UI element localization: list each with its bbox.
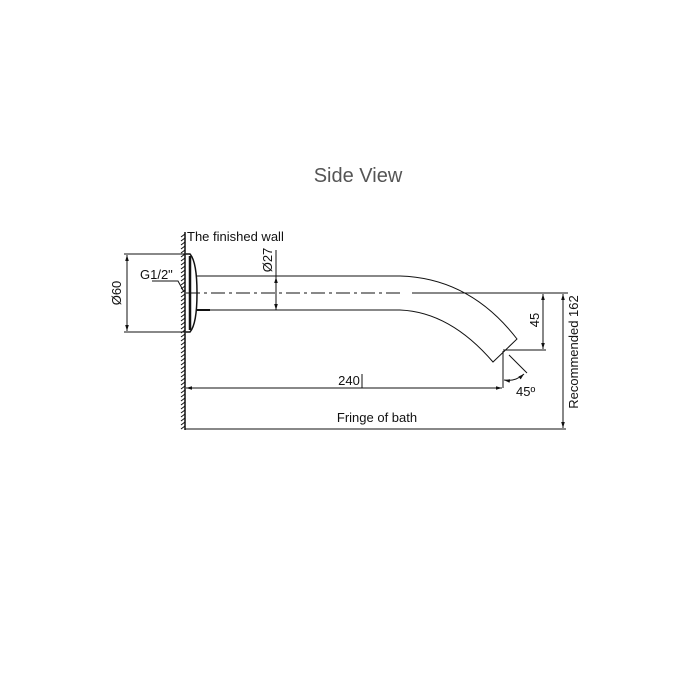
thread-label: G1/2" (140, 267, 173, 282)
projection-240-label: 240 (338, 373, 360, 388)
thread-leader (152, 280, 185, 293)
wall-label: The finished wall (187, 229, 284, 244)
recommended-162-label: Recommended 162 (566, 295, 581, 408)
drop-45-label: 45 (527, 313, 542, 327)
spout-pipe (197, 275, 518, 363)
wall-hatching (180, 233, 186, 430)
diameter-27-label: Ø27 (260, 248, 275, 273)
angle-label: 45º (516, 384, 535, 399)
angle-arc (503, 373, 525, 383)
diameter-60-label: Ø60 (109, 281, 124, 306)
fringe-label: Fringe of bath (337, 410, 417, 425)
drawing-title: Side View (313, 165, 403, 187)
